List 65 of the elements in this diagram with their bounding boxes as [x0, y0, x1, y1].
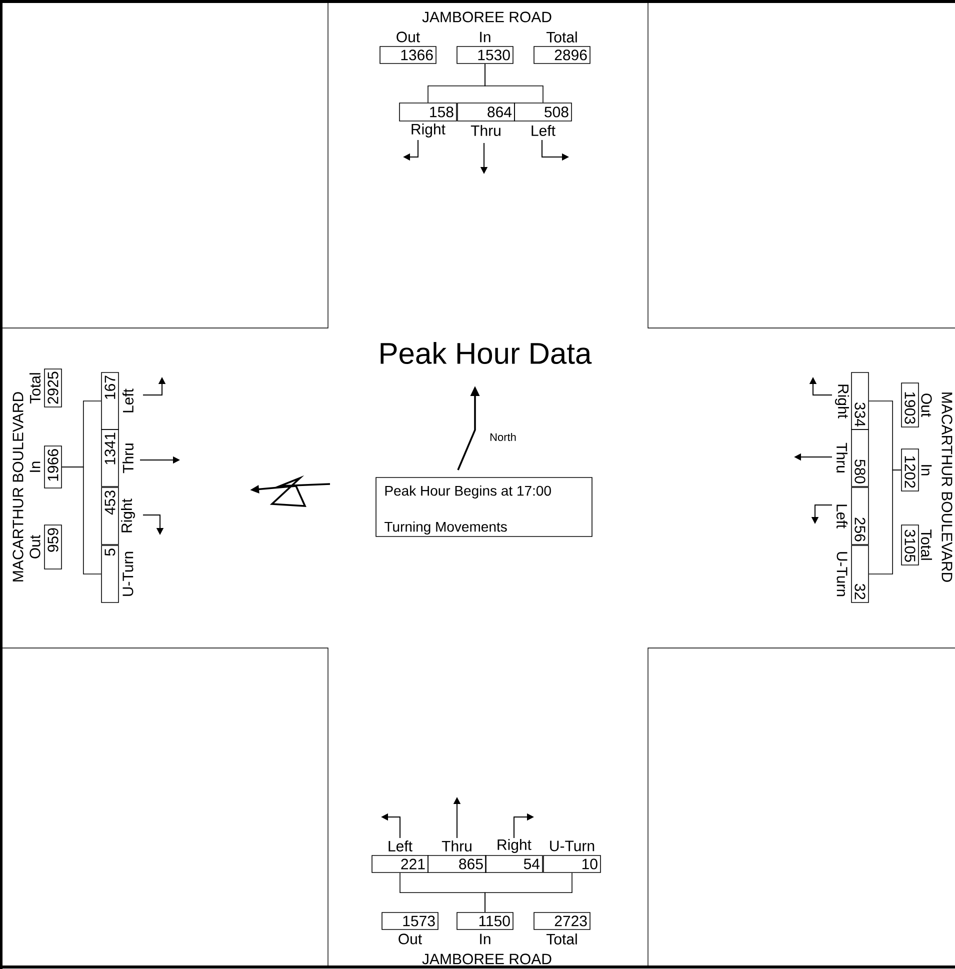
count-box: 1530 [456, 46, 514, 64]
road-name: JAMBOREE ROAD [422, 954, 552, 964]
count-box: 1966 [44, 446, 62, 488]
road-name: JAMBOREE ROAD [422, 12, 552, 22]
count-label: In [921, 465, 932, 476]
count-label: Left [532, 125, 556, 136]
count-box: 158 [399, 102, 457, 122]
count-box: 221 [372, 855, 428, 873]
bracket-line [62, 400, 102, 468]
count-box: 334 [851, 372, 869, 430]
count-box: 865 [428, 855, 486, 873]
count-label: Out [396, 32, 420, 42]
count-box: 1150 [456, 912, 514, 930]
bracket-line [484, 872, 572, 912]
count-label: Total [921, 529, 932, 560]
count-box: 1202 [901, 448, 919, 492]
count-box: 2925 [44, 368, 62, 408]
count-label: Left [122, 388, 134, 412]
info-box: Peak Hour Begins at 17:00 Turning Movements [376, 477, 592, 537]
count-box: 1903 [901, 382, 919, 428]
count-box: 3105 [901, 524, 919, 566]
count-label: Thru [122, 444, 134, 474]
count-box: 10 [543, 855, 601, 873]
count-box: 32 [851, 545, 869, 603]
road-name: MACARTHUR BOULEVARD [12, 392, 24, 582]
north-label: North [490, 432, 516, 442]
count-label: Thru [442, 840, 472, 852]
count-label: Left [836, 504, 848, 528]
count-box: 959 [44, 524, 62, 570]
count-label: Out [398, 934, 422, 944]
count-label: In [480, 32, 490, 42]
count-label: Total [30, 373, 40, 404]
count-label: Left [388, 840, 412, 852]
count-label: Out [30, 535, 40, 558]
count-label: Right [498, 839, 532, 853]
count-box: 167 [101, 372, 119, 430]
count-box: 2723 [534, 912, 590, 930]
count-box: 1573 [382, 912, 438, 930]
bracket-line [868, 470, 902, 574]
count-box: 54 [485, 855, 543, 873]
count-label: In [480, 934, 490, 944]
count-label: Out [921, 394, 932, 417]
count-label: U-Turn [836, 552, 848, 596]
count-box: 453 [101, 487, 119, 545]
count-box: 2896 [534, 46, 590, 64]
count-box: 580 [851, 429, 869, 487]
count-label: Thru [836, 442, 848, 472]
count-label: Total [546, 31, 577, 42]
count-box: 1341 [101, 429, 119, 487]
count-box: 508 [514, 102, 572, 122]
count-label: Right [121, 498, 135, 532]
count-box: 1366 [380, 46, 436, 64]
title: Peak Hour Data [380, 342, 592, 364]
count-label: U-Turn [550, 840, 594, 852]
count-label: U-Turn [122, 552, 134, 596]
count-box: 256 [851, 487, 869, 545]
count-label: Right [412, 124, 446, 138]
count-label: Right [835, 384, 849, 418]
bracket-line [484, 64, 544, 103]
count-label: Total [546, 933, 577, 944]
count-label: In [30, 462, 40, 472]
count-box: 5 [101, 545, 119, 603]
count-label: Thru [470, 124, 500, 136]
count-box: 864 [457, 102, 515, 122]
road-name: MACARTHUR BOULEVARD [942, 392, 952, 582]
